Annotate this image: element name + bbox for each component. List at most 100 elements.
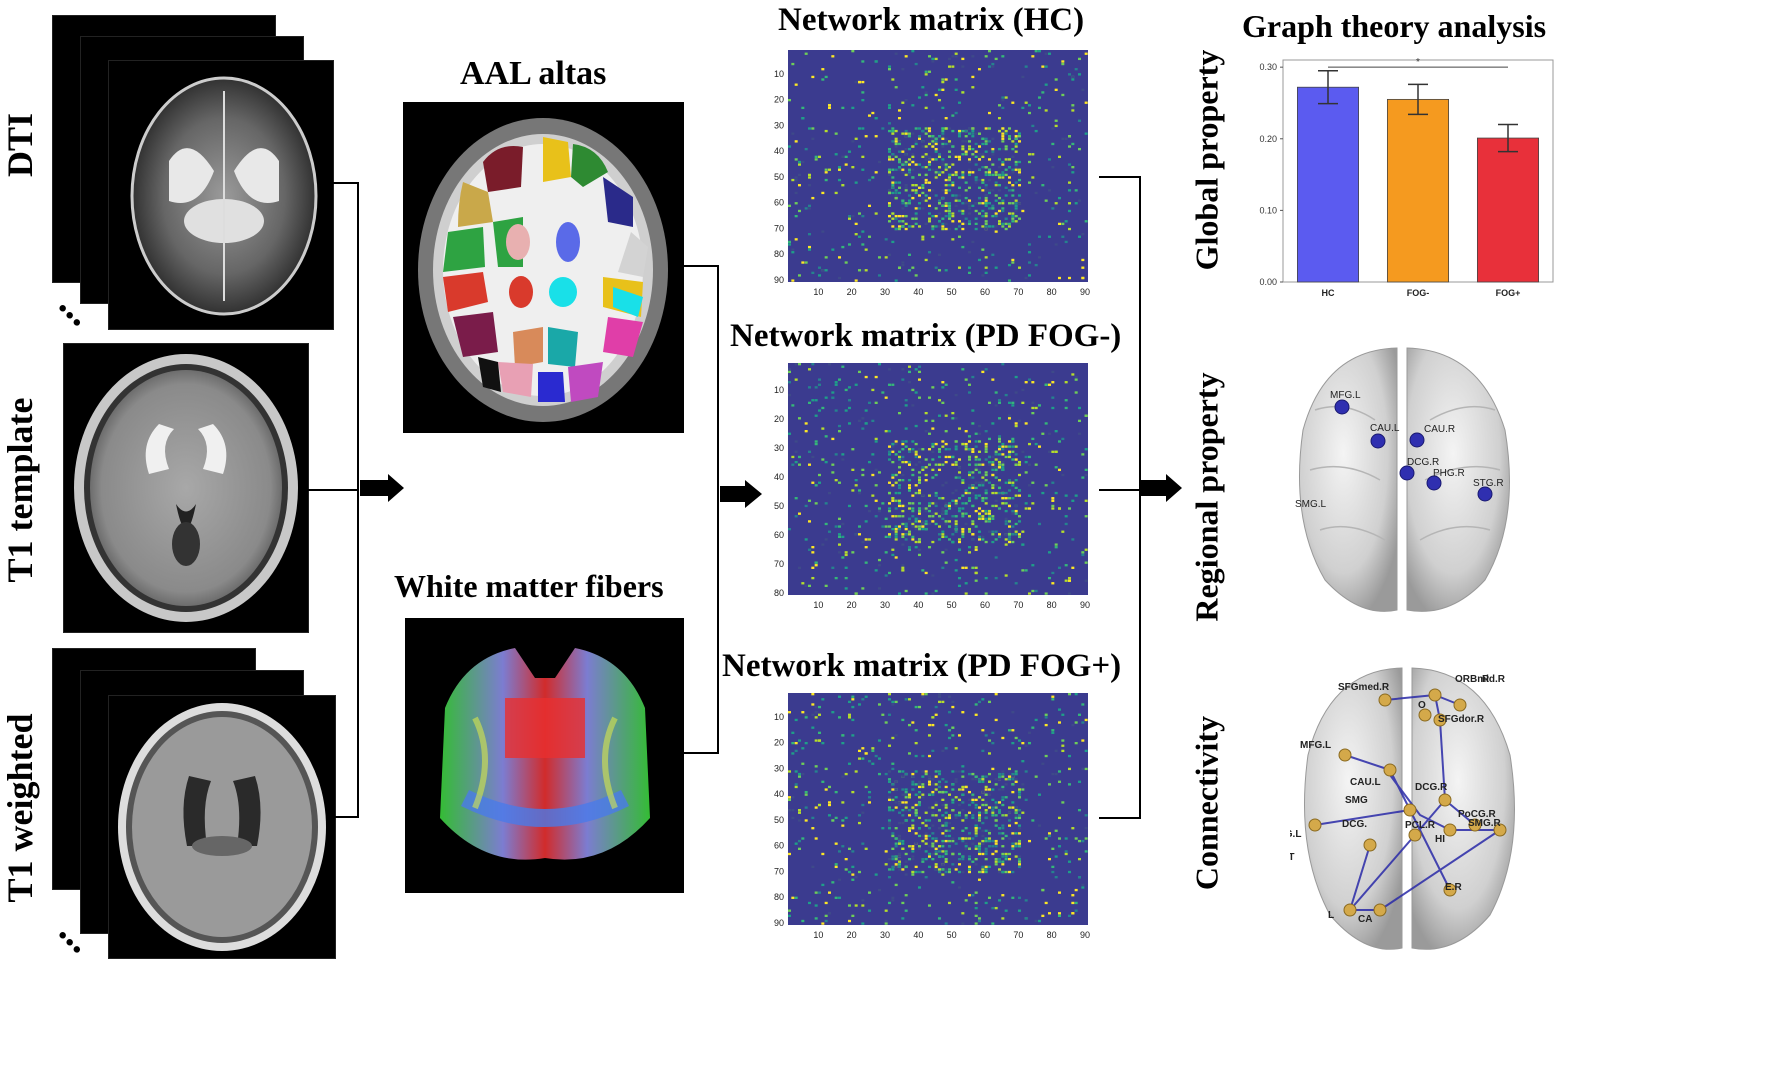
matrix-cell	[964, 489, 968, 492]
matrix-cell	[898, 181, 901, 184]
matrix-cell	[991, 137, 995, 140]
matrix-cell	[848, 150, 851, 153]
matrix-cell	[968, 551, 971, 554]
matrix-cell	[921, 793, 925, 796]
matrix-cell	[974, 703, 978, 706]
matrix-cell	[998, 417, 1001, 420]
matrix-cell	[1064, 381, 1068, 384]
matrix-cell	[828, 785, 831, 789]
matrix-cell	[911, 168, 915, 171]
matrix-cell	[811, 363, 815, 366]
matrix-cell	[891, 896, 895, 899]
matrix-cell	[1068, 163, 1071, 166]
matrix-cell	[894, 556, 898, 559]
matrix-cell	[948, 502, 951, 505]
matrix-cell	[1051, 698, 1055, 701]
matrix-cell	[981, 803, 985, 807]
matrix-cell	[1004, 132, 1008, 135]
matrix-cell	[908, 135, 911, 138]
matrix-cell	[1031, 55, 1035, 58]
matrix-cell	[908, 484, 911, 487]
matrix-cell	[928, 220, 931, 223]
matrix-cell	[871, 747, 875, 750]
matrix-cell	[1038, 106, 1041, 110]
matrix-cell	[838, 695, 841, 698]
matrix-cell	[1071, 106, 1075, 110]
matrix-cell	[941, 533, 945, 536]
matrix-cell	[984, 196, 988, 200]
matrix-cell	[1001, 98, 1005, 102]
matrix-cell	[918, 481, 921, 484]
matrix-cell	[998, 788, 1001, 791]
matrix-cell	[844, 261, 848, 264]
matrix-cell	[918, 705, 921, 709]
matrix-cell	[938, 88, 941, 91]
matrix-cell	[991, 814, 995, 817]
matrix-cell	[964, 217, 968, 220]
matrix-cell	[901, 814, 905, 817]
matrix-cell	[961, 912, 965, 915]
matrix-cell	[994, 450, 998, 453]
matrix-cell	[941, 824, 945, 827]
matrix-cell	[984, 471, 988, 474]
matrix-cell	[1061, 801, 1065, 804]
matrix-cell	[1078, 73, 1081, 76]
matrix-cell	[831, 248, 835, 251]
matrix-cell	[971, 132, 975, 135]
matrix-cell	[864, 561, 868, 564]
matrix-cell	[888, 214, 891, 218]
matrix-cell	[1051, 729, 1055, 732]
matrix-cell	[934, 863, 938, 866]
matrix-cell	[911, 855, 915, 858]
matrix-cell	[1024, 798, 1028, 802]
matrix-cell	[951, 515, 955, 518]
matrix-cell	[921, 770, 925, 773]
matrix-cell	[974, 445, 978, 448]
matrix-cell	[904, 189, 908, 192]
matrix-cell	[1001, 207, 1005, 210]
matrix-cell	[904, 525, 908, 528]
matrix-cell	[1008, 158, 1011, 161]
matrix-cell	[901, 368, 905, 371]
matrix-cell	[998, 832, 1001, 835]
matrix-cell	[974, 863, 978, 866]
matrix-x-tick: 90	[1080, 287, 1090, 297]
connectivity-node	[1363, 838, 1377, 852]
matrix-cell	[984, 540, 988, 544]
matrix-cell	[908, 463, 911, 466]
matrix-cell	[924, 199, 928, 202]
matrix-cell	[914, 870, 918, 874]
matrix-cell	[991, 788, 995, 791]
matrix-cell	[971, 476, 975, 479]
matrix-cell	[984, 171, 988, 174]
matrix-cell	[851, 695, 855, 698]
matrix-cell	[981, 181, 985, 184]
matrix-cell	[968, 222, 971, 226]
matrix-cell	[901, 868, 905, 871]
matrix-cell	[921, 196, 925, 200]
matrix-cell	[974, 579, 978, 582]
matrix-cell	[914, 809, 918, 812]
matrix-cell	[941, 142, 945, 146]
matrix-cell	[961, 502, 965, 505]
matrix-cell	[1071, 538, 1075, 541]
matrix-cell	[804, 793, 808, 796]
matrix-cell	[851, 140, 855, 143]
matrix-cell	[941, 381, 945, 384]
matrix-cell	[1011, 202, 1015, 205]
matrix-cell	[901, 448, 905, 451]
matrix-cell	[904, 504, 908, 508]
matrix-cell	[824, 538, 828, 541]
matrix-cell	[964, 512, 968, 515]
matrix-cell	[971, 204, 975, 207]
matrix-cell	[804, 790, 808, 794]
matrix-cell	[931, 540, 935, 544]
matrix-cell	[978, 816, 981, 820]
matrix-cell	[1054, 202, 1058, 205]
matrix-cell	[958, 220, 961, 223]
matrix-cell	[824, 256, 828, 259]
matrix-cell	[918, 517, 921, 520]
matrix-cell	[951, 863, 955, 866]
matrix-cell	[891, 527, 895, 531]
matrix-cell	[814, 891, 818, 894]
